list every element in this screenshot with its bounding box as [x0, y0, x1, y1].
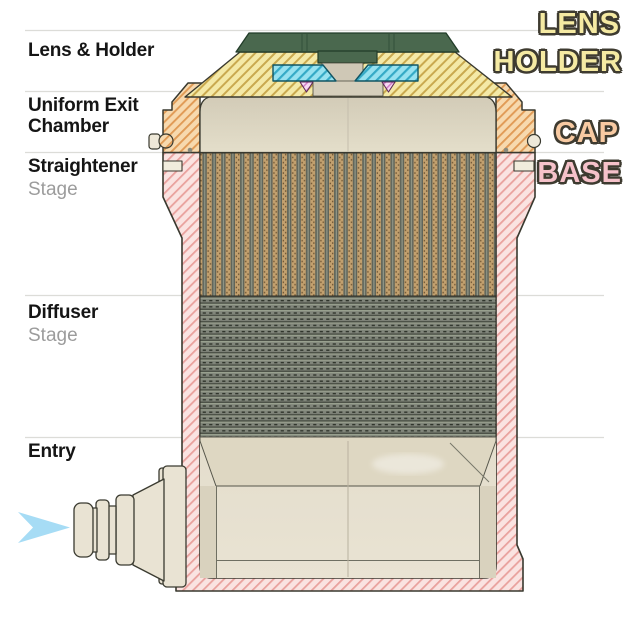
oring-left — [299, 81, 314, 93]
section-subtitle: Stage — [28, 179, 78, 201]
entry-nozzle — [73, 465, 187, 588]
section-title: Uniform Exit Chamber — [28, 95, 139, 138]
lens-glass-left — [272, 64, 337, 82]
cap-pin-left — [187, 147, 193, 153]
part-label-cap: CAP — [554, 117, 619, 149]
oring-right — [381, 81, 396, 93]
section-title: Lens & Holder — [28, 40, 155, 61]
section-label-diffuser-stage: Diffuser Stage — [28, 302, 180, 347]
lens-center-boss — [317, 50, 378, 64]
straightener-grid — [199, 152, 497, 297]
section-title: Straightener — [28, 156, 138, 177]
section-label-uniform-exit-chamber: Uniform Exit Chamber — [28, 95, 180, 140]
lens-glass-right — [354, 64, 419, 82]
entry-flow-arrow-icon — [18, 512, 70, 543]
entry-chamber-lines — [200, 441, 496, 578]
part-label-holder: HOLDER — [493, 46, 622, 78]
section-label-entry: Entry — [28, 441, 180, 464]
aperture-recess — [312, 80, 384, 97]
bayonet-notch-right — [526, 133, 542, 149]
lens-top-seams — [301, 34, 395, 51]
diffuser-grid — [199, 295, 497, 438]
cap-pin-right — [503, 147, 509, 153]
section-label-lens-holder: Lens & Holder — [28, 40, 180, 63]
base-slot-right — [513, 160, 535, 172]
part-label-base: BASE — [537, 157, 622, 189]
base-slot-left — [162, 160, 183, 172]
section-title: Diffuser — [28, 302, 99, 323]
section-title: Entry — [28, 441, 76, 462]
section-label-straightener-stage: Straightener Stage — [28, 156, 180, 201]
lens-cap-top — [235, 32, 460, 53]
part-label-lens: LENS — [538, 8, 620, 40]
bayonet-lobe-left — [158, 133, 174, 149]
section-subtitle: Stage — [28, 325, 78, 347]
